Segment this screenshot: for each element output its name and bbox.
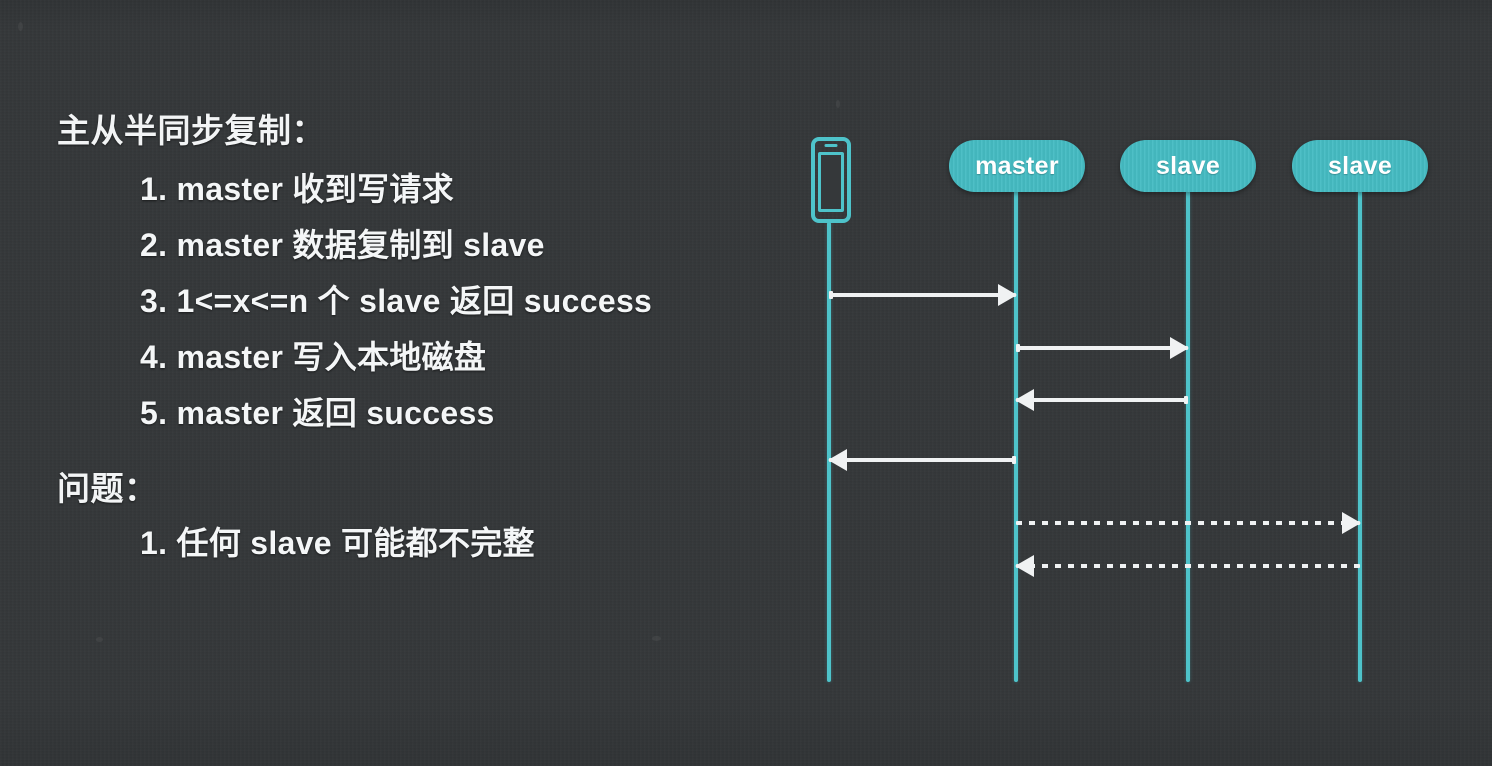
lifeline-master bbox=[1014, 188, 1018, 682]
lifeline-slave1 bbox=[1186, 188, 1190, 682]
participant-slave-1-label: slave bbox=[1155, 151, 1221, 180]
step-item-5: 5. master 返回 success bbox=[140, 395, 495, 431]
arrow-tail bbox=[1012, 456, 1016, 464]
arrow-tail bbox=[829, 291, 833, 299]
participant-master: master bbox=[949, 140, 1085, 192]
phone-screen bbox=[818, 152, 844, 212]
dust-speck bbox=[96, 637, 103, 642]
arrow-head bbox=[1015, 389, 1034, 411]
message-slave-2-to-master bbox=[1015, 555, 1360, 577]
section-heading-replication: 主从半同步复制： bbox=[57, 112, 325, 149]
arrow-shaft bbox=[1016, 521, 1360, 525]
phone-speaker-slot bbox=[824, 144, 838, 147]
arrow-head bbox=[1342, 512, 1361, 534]
step-item-1: 1. master 收到写请求 bbox=[140, 171, 454, 207]
dust-speck bbox=[18, 22, 23, 31]
message-master-to-client bbox=[828, 449, 1016, 471]
participant-slave-2-label: slave bbox=[1327, 151, 1393, 180]
arrow-shaft bbox=[1016, 564, 1360, 568]
message-master-to-slave-2 bbox=[1016, 512, 1361, 534]
message-client-to-master bbox=[829, 284, 1017, 306]
arrow-head bbox=[1015, 555, 1034, 577]
arrow-shaft bbox=[1016, 398, 1188, 402]
arrow-shaft bbox=[829, 293, 1016, 297]
slide-text-pane: 主从半同步复制： 1. master 收到写请求 2. master 数据复制到… bbox=[57, 112, 653, 561]
dust-speck bbox=[836, 100, 840, 108]
lifeline-client bbox=[827, 222, 831, 682]
step-item-2: 2. master 数据复制到 slave bbox=[140, 227, 545, 263]
arrow-head bbox=[998, 284, 1017, 306]
arrow-head bbox=[828, 449, 847, 471]
problem-item-1: 1. 任何 slave 可能都不完整 bbox=[140, 525, 535, 561]
step-item-4: 4. master 写入本地磁盘 bbox=[140, 339, 487, 375]
participant-slave-2: slave bbox=[1292, 140, 1428, 192]
arrow-tail bbox=[1016, 344, 1020, 352]
dust-speck bbox=[652, 636, 661, 641]
lifeline-slave2 bbox=[1358, 188, 1362, 682]
arrow-shaft bbox=[829, 458, 1016, 462]
arrow-head bbox=[1170, 337, 1189, 359]
participant-slave-1: slave bbox=[1120, 140, 1256, 192]
message-master-to-slave-1 bbox=[1016, 337, 1189, 359]
section-heading-problems: 问题： bbox=[57, 470, 158, 507]
message-slave-1-to-master bbox=[1015, 389, 1188, 411]
mobile-phone-icon bbox=[811, 137, 851, 223]
arrow-shaft bbox=[1016, 346, 1188, 350]
participant-master-label: master bbox=[975, 151, 1059, 180]
step-item-3: 3. 1<=x<=n 个 slave 返回 success bbox=[140, 283, 653, 319]
arrow-tail bbox=[1184, 396, 1188, 404]
